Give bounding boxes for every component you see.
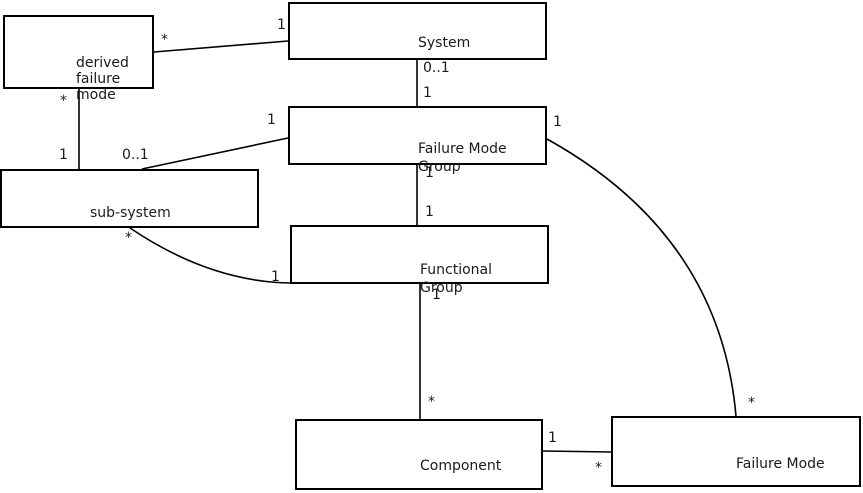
multiplicity-failure-mode-group-end: 1 bbox=[267, 112, 276, 128]
edge-failure-mode-group-sub-system bbox=[141, 137, 289, 170]
node-failure-mode-group: Failure Mode Group bbox=[288, 106, 547, 175]
node-failure-mode-label: Failure Mode bbox=[736, 456, 825, 472]
node-failure-mode-group-label: Failure Mode Group bbox=[418, 141, 507, 175]
multiplicity-failure-mode-end: * bbox=[748, 395, 755, 411]
multiplicity-failure-mode-group-end: 1 bbox=[553, 114, 562, 130]
node-sub-system: sub-system bbox=[0, 169, 259, 228]
node-derived-failure-mode: derived failure mode bbox=[3, 15, 154, 103]
node-system: System bbox=[288, 2, 547, 60]
multiplicity-component-end: 1 bbox=[548, 430, 557, 446]
multiplicity-failure-mode-end: * bbox=[595, 460, 602, 476]
multiplicity-sub-system-end: * bbox=[125, 230, 132, 246]
node-functional-group: Functional Group bbox=[290, 225, 549, 296]
multiplicity-sub-system-end: 0..1 bbox=[122, 147, 149, 163]
node-derived-failure-mode-label: derived failure mode bbox=[76, 55, 129, 103]
multiplicity-failure-mode-group-end: 1 bbox=[423, 85, 432, 101]
edge-system-derived-failure-mode bbox=[153, 40, 289, 53]
multiplicity-functional-group-end: 1 bbox=[432, 287, 441, 303]
edge-sub-system-functional-group bbox=[129, 227, 292, 284]
multiplicity-derived-failure-mode-end: * bbox=[60, 93, 67, 109]
node-system-label: System bbox=[418, 35, 471, 51]
multiplicity-system-end: 0..1 bbox=[423, 60, 450, 76]
node-failure-mode: Failure Mode bbox=[611, 416, 861, 487]
multiplicity-derived-failure-mode-end: * bbox=[161, 32, 168, 48]
multiplicity-component-end: * bbox=[428, 394, 435, 410]
multiplicity-functional-group-end: 1 bbox=[271, 269, 280, 285]
multiplicity-failure-mode-group-end: 1 bbox=[425, 165, 434, 181]
node-functional-group-label: Functional Group bbox=[420, 262, 493, 296]
edge-component-failure-mode bbox=[542, 450, 612, 453]
multiplicity-sub-system-end: 1 bbox=[59, 147, 68, 163]
node-component-label: Component bbox=[420, 458, 502, 474]
edge-failure-mode-group-failure-mode bbox=[546, 138, 737, 417]
multiplicity-system-end: 1 bbox=[277, 17, 286, 33]
node-component: Component bbox=[295, 419, 543, 490]
node-sub-system-label: sub-system bbox=[90, 205, 171, 221]
multiplicity-functional-group-end: 1 bbox=[425, 204, 434, 220]
